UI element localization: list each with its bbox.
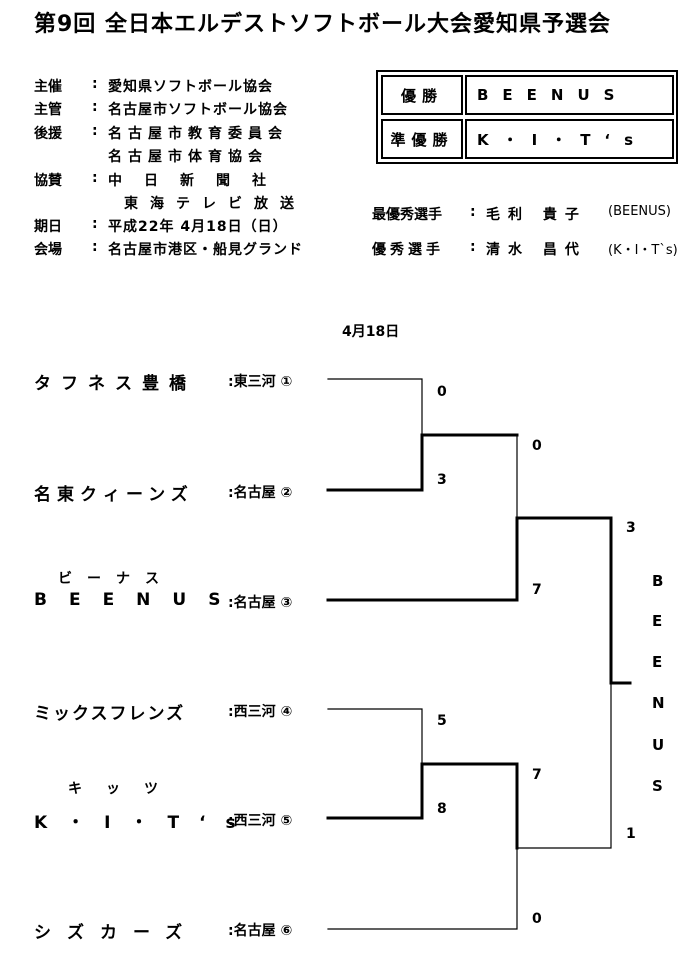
info-label-sponsor: 協賛 (34, 173, 62, 189)
team-region-text: 名古屋 (233, 595, 276, 611)
info-label-date: 期日 (34, 219, 62, 235)
info-label-management: 主管 (34, 102, 62, 118)
score-final-top: 3 (626, 520, 636, 536)
line-team3-win (326, 516, 519, 602)
team-region-6: :名古屋 ⑥ (228, 923, 293, 939)
team-seed: ⑥ (280, 923, 293, 939)
line-matchC-out (515, 516, 613, 685)
team-region-text: 西三河 (233, 704, 276, 720)
team-name-3: BEENUS (34, 590, 243, 610)
team-seed: ③ (280, 595, 293, 611)
colon: : (92, 123, 98, 139)
info-value-date: 平成22年 4月18日（日） (108, 219, 288, 235)
team-region-3: :名古屋 ③ (228, 595, 293, 611)
excellent-team: (K・I・T`s) (608, 243, 678, 258)
score-match-c-bottom: 7 (532, 582, 542, 598)
excellent-label: 優秀選手 (372, 242, 444, 258)
info-label-venue: 会場 (34, 242, 62, 258)
info-label-organizer: 主催 (34, 79, 62, 95)
results-table: 優勝 BEENUS 準優勝 K・I・T‘s (376, 70, 678, 164)
winner-value: BEENUS (465, 75, 674, 115)
team-ruby-3: ビーナス (58, 571, 174, 587)
info-value-sponsor-1: 中日新聞社 (108, 173, 288, 189)
line-matchB-out (420, 762, 519, 850)
team-ruby-5: キッツ (68, 781, 182, 797)
team-name-6: シズカーズ (34, 923, 199, 943)
mvp-name: 毛利 貴子 (486, 207, 587, 223)
score-match-b-top: 5 (437, 713, 447, 729)
info-value-management: 名古屋市ソフトボール協会 (108, 102, 288, 118)
colon: : (470, 239, 476, 255)
info-value-sponsor-2: 東海テレビ放送 (124, 196, 306, 212)
team-region-text: 名古屋 (233, 923, 276, 939)
runner-up-label: 準優勝 (381, 119, 463, 159)
champion-letter: E (652, 612, 663, 630)
team-region-text: 名古屋 (233, 485, 276, 501)
colon: : (92, 170, 98, 186)
team-name-4: ミックスフレンズ (34, 704, 186, 724)
team-name-5: K・I・T‘s (34, 813, 256, 833)
mvp-team: (BEENUS) (608, 204, 671, 219)
line-team6 (327, 847, 518, 930)
line-team2-win (326, 433, 424, 492)
runner-up-value: K・I・T‘s (465, 119, 674, 159)
colon: : (92, 239, 98, 255)
score-match-d-bottom: 0 (532, 911, 542, 927)
champion-letter: S (652, 777, 663, 795)
line-team4 (327, 708, 423, 765)
score-match-b-bottom: 8 (437, 801, 447, 817)
score-final-bottom: 1 (626, 826, 636, 842)
line-team5-win (326, 762, 424, 820)
team-region-4: :西三河 ④ (228, 704, 293, 720)
line-matchD-out (516, 682, 612, 849)
colon: : (470, 204, 476, 220)
info-value-support-2: 名古屋市体育協会 (108, 149, 268, 165)
score-match-d-top: 7 (532, 767, 542, 783)
team-region-1: :東三河 ① (228, 374, 293, 390)
mvp-label: 最優秀選手 (372, 207, 442, 223)
team-seed: ① (280, 374, 293, 390)
page-title: 第9回 全日本エルデストソフトボール大会愛知県予選会 (34, 12, 611, 37)
colon: : (92, 76, 98, 92)
champion-letter: U (652, 736, 665, 754)
info-value-support-1: 名古屋市教育委員会 (108, 126, 288, 142)
team-name-1: タフネス豊橋 (34, 374, 196, 394)
score-match-a-top: 0 (437, 384, 447, 400)
score-match-a-bottom: 3 (437, 472, 447, 488)
score-match-c-top: 0 (532, 438, 542, 454)
team-seed: ⑤ (280, 813, 293, 829)
team-region-text: 東三河 (233, 374, 276, 390)
line-team1 (327, 378, 423, 436)
excellent-name: 清水 昌代 (486, 242, 587, 258)
champion-letter: B (652, 572, 664, 590)
info-value-organizer: 愛知県ソフトボール協会 (108, 79, 273, 95)
champion-letter: E (652, 653, 663, 671)
info-value-venue: 名古屋市港区・船見グランド (108, 242, 303, 258)
team-region-2: :名古屋 ② (228, 485, 293, 501)
bracket-date: 4月18日 (342, 324, 400, 340)
colon: : (92, 99, 98, 115)
champion-letter: N (652, 694, 665, 712)
team-region-5: :西三河 ⑤ (228, 813, 293, 829)
info-label-support: 後援 (34, 126, 62, 142)
colon: : (92, 216, 98, 232)
team-seed: ② (280, 485, 293, 501)
team-region-text: 西三河 (233, 813, 276, 829)
team-seed: ④ (280, 704, 293, 720)
team-name-2: 名東クィーンズ (34, 485, 194, 505)
winner-label: 優勝 (381, 75, 463, 115)
